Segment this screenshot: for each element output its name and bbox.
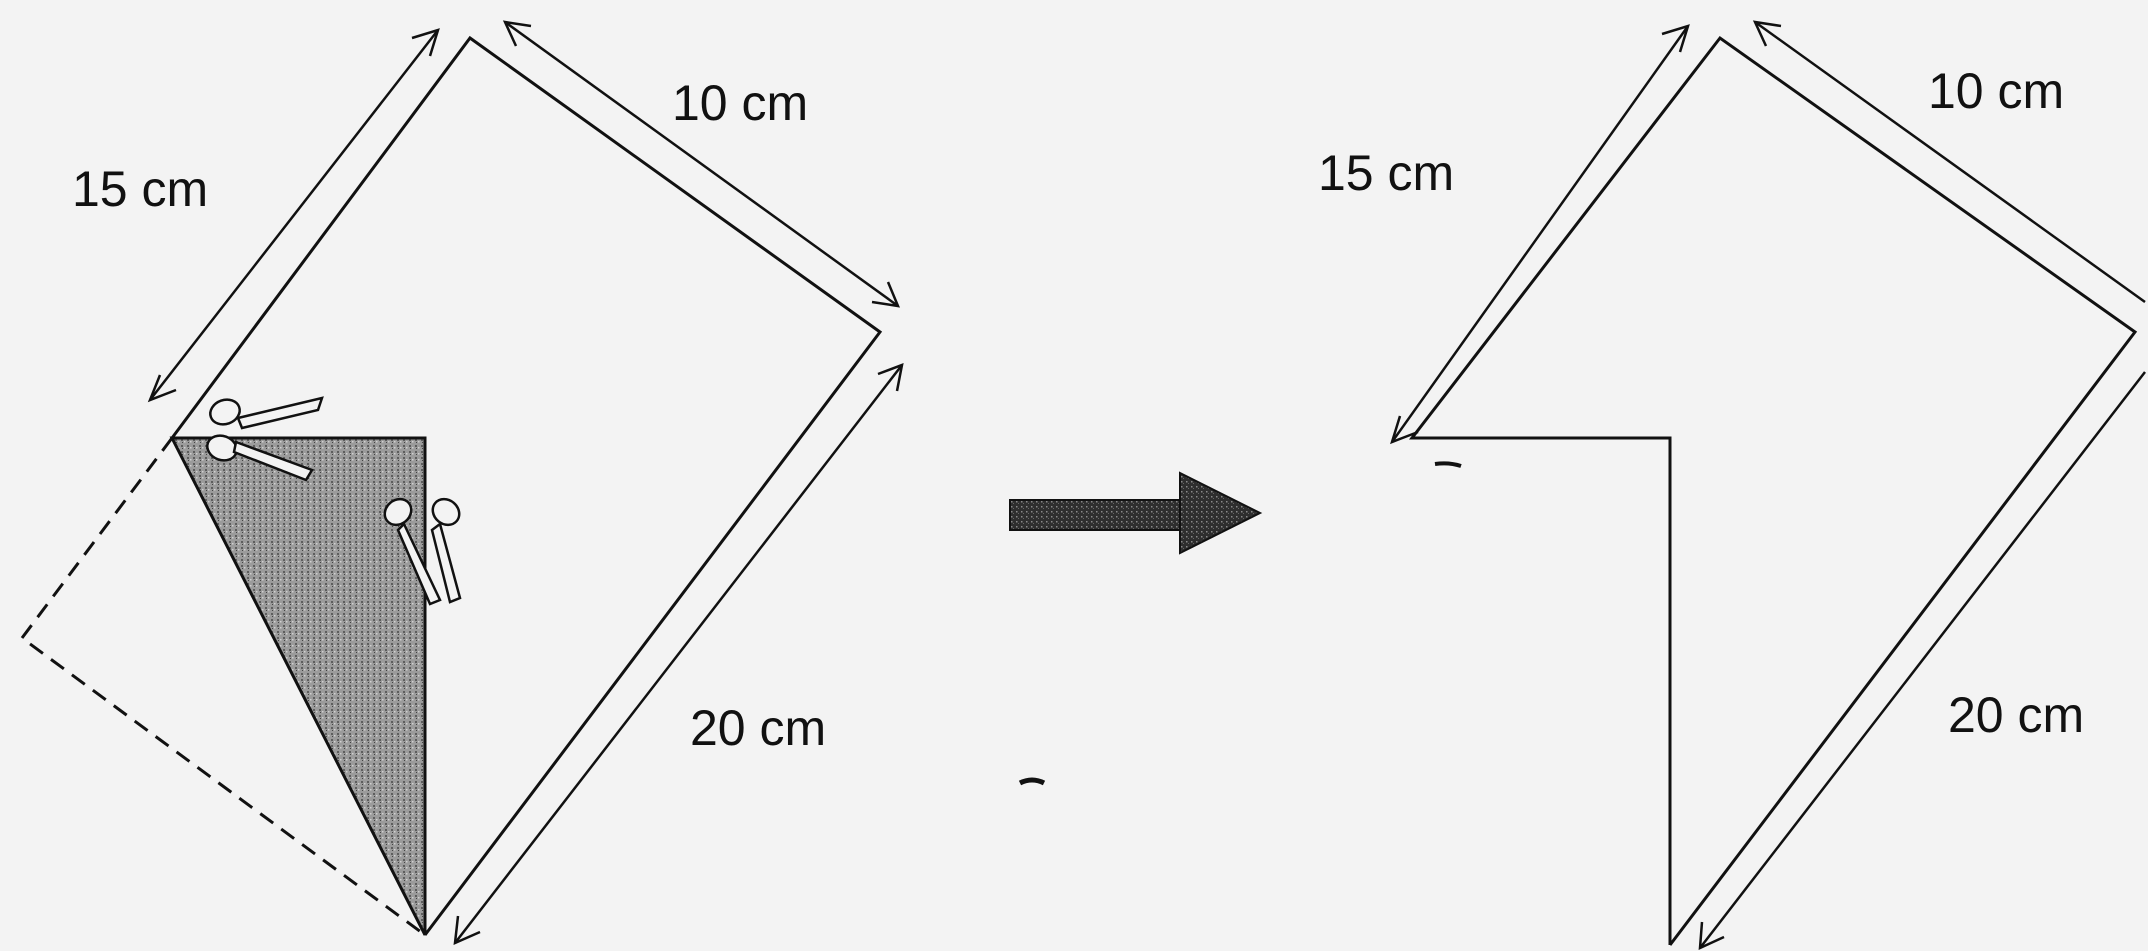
stray-mark: [1018, 777, 1046, 786]
dimension-arrow-20cm: [1698, 371, 2146, 951]
left-figure: 15 cm 10 cm 20 cm: [19, 20, 904, 946]
right-label-10cm: 10 cm: [1928, 63, 2064, 119]
scissors-icon: [383, 497, 462, 606]
cut-triangle: [169, 436, 427, 936]
dimension-arrow-15cm: [1390, 24, 1690, 445]
dimension-arrow-15cm: [147, 28, 440, 403]
dimension-arrow-10cm: [1752, 20, 2146, 304]
right-label-15cm: 15 cm: [1318, 145, 1454, 201]
right-label-20cm: 20 cm: [1948, 687, 2084, 743]
dimension-arrow-10cm: [502, 20, 901, 308]
left-shape-outline: [170, 35, 883, 936]
left-label-20cm: 20 cm: [690, 700, 826, 756]
stray-mark: [1434, 461, 1462, 468]
left-label-10cm: 10 cm: [672, 75, 808, 131]
left-label-15cm: 15 cm: [72, 161, 208, 217]
right-figure: 15 cm 10 cm 20 cm: [1318, 20, 2146, 951]
removed-corner-dashed: [19, 437, 426, 937]
dimension-arrow-20cm: [453, 363, 904, 946]
scissors-icon: [206, 396, 324, 482]
right-shape-outline: [1408, 35, 2138, 946]
transition-arrow-icon: [1009, 471, 1263, 555]
